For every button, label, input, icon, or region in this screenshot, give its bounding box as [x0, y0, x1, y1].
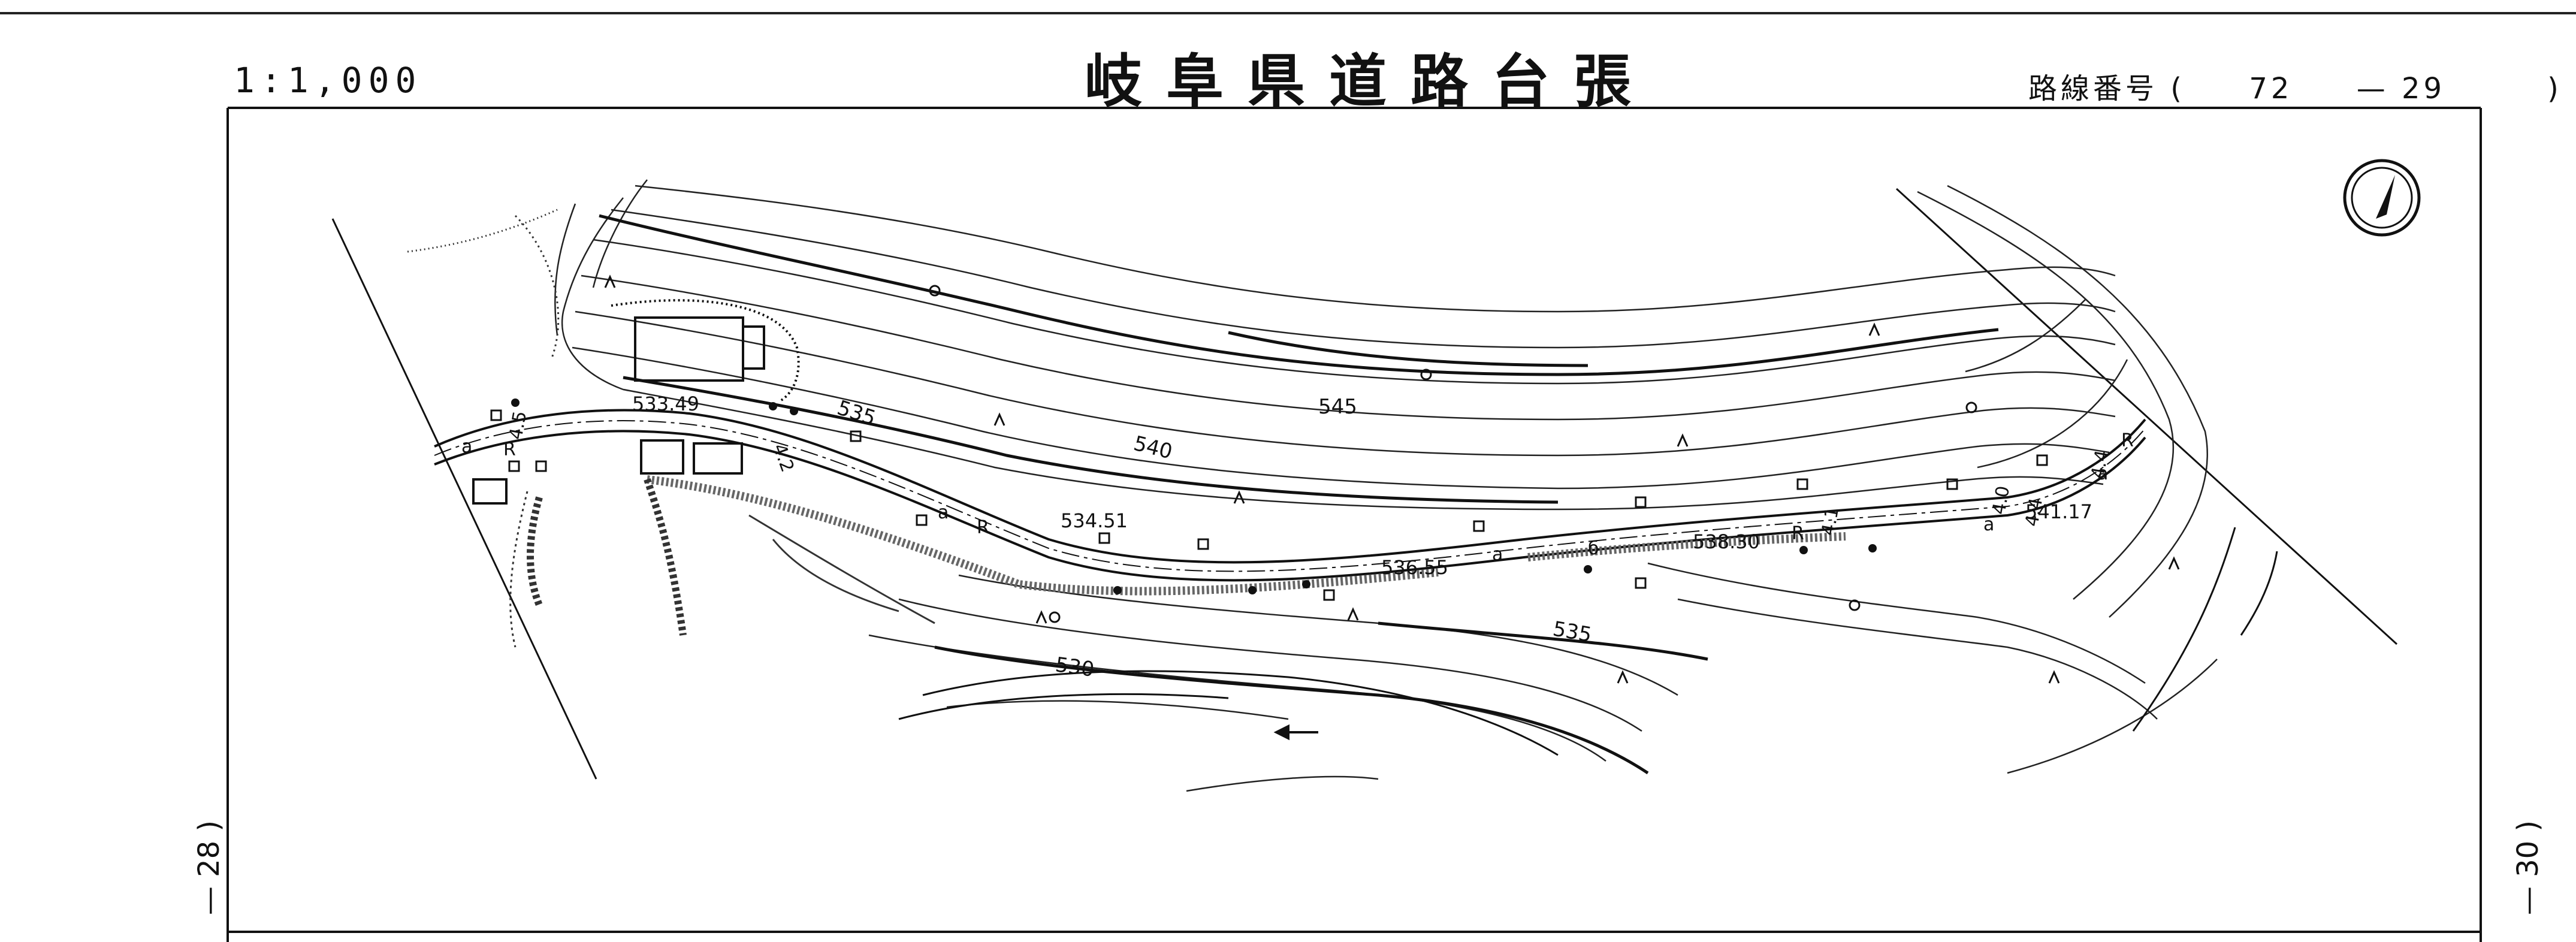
contour-label: 535: [1551, 617, 1593, 647]
spot-height: 541.17: [2025, 500, 2092, 523]
route-paren-close: ): [2547, 72, 2562, 105]
map-scale: 1:1,000: [234, 60, 422, 101]
route-dash: —: [2356, 72, 2389, 105]
contour-label: 535: [834, 396, 878, 431]
symbol-letter: R: [977, 517, 989, 538]
index-contours: [599, 214, 1999, 504]
spot-height-group: 533.49 534.51 536.55 538.30 541.17: [632, 393, 2092, 579]
survey-boundary: [331, 188, 2398, 780]
symbol-letter: R: [1792, 523, 1804, 544]
river: [898, 527, 2278, 756]
symbol-letter-group: a R a R a б R a R a: [461, 430, 2134, 565]
vegetation-symbols: [604, 274, 2180, 684]
road-width-group: 4.5 4.2 4.1 4.0 4.4 4.4: [505, 409, 2113, 537]
contour-lines-right: [1917, 185, 2208, 618]
page-title: 岐阜県道路台張: [1085, 47, 1655, 115]
route-sheet-value: 29: [2401, 72, 2446, 105]
contour-lines-lower: [868, 562, 2218, 792]
route-label: 路線番号: [2028, 72, 2158, 105]
contour-label: 540: [1131, 431, 1175, 464]
route-number: 路線番号 ( 72 — 29 ): [2028, 65, 2562, 107]
embankment: [407, 209, 935, 648]
symbol-letter: a: [1983, 514, 1994, 535]
spot-height: 538.30: [1693, 530, 1760, 553]
spot-height: 536.55: [1381, 556, 1448, 579]
symbol-letter: a: [938, 502, 949, 523]
road-width: 4.1: [1817, 505, 1843, 537]
road-width: 4.2: [768, 441, 798, 475]
road-width: 4.0: [1988, 484, 2014, 516]
symbol-letter: a: [2097, 463, 2108, 484]
route-number-value: 72: [2249, 72, 2293, 105]
symbol-letter: R: [503, 439, 516, 460]
contour-label: 545: [1318, 395, 1357, 419]
contour-label: 530: [1054, 653, 1096, 682]
flow-arrow-icon: [1273, 724, 1318, 741]
road-width: 4.4: [2021, 496, 2047, 528]
spot-height: 534.51: [1061, 509, 1128, 532]
symbol-letter: a: [1492, 544, 1503, 565]
contour-lines: [554, 179, 2116, 511]
buildings: [472, 299, 800, 505]
symbol-letter: б: [1588, 538, 1599, 559]
route-paren-open: (: [2170, 72, 2186, 105]
road: [434, 409, 2146, 596]
north-arrow-icon: [2343, 159, 2421, 237]
road-width: 4.5: [505, 409, 531, 441]
map-frame: [227, 107, 2482, 942]
symbol-letter: R: [2121, 430, 2134, 451]
index-contour-lower: [934, 621, 1708, 775]
map-symbols: [490, 285, 2048, 623]
symbol-letter: a: [461, 436, 472, 457]
contour-label-group: 535 545 540 535 530: [834, 395, 1593, 682]
road-width: 4.4: [2087, 448, 2113, 480]
pole-markers: [511, 398, 1877, 594]
spot-height: 533.49: [632, 393, 699, 415]
